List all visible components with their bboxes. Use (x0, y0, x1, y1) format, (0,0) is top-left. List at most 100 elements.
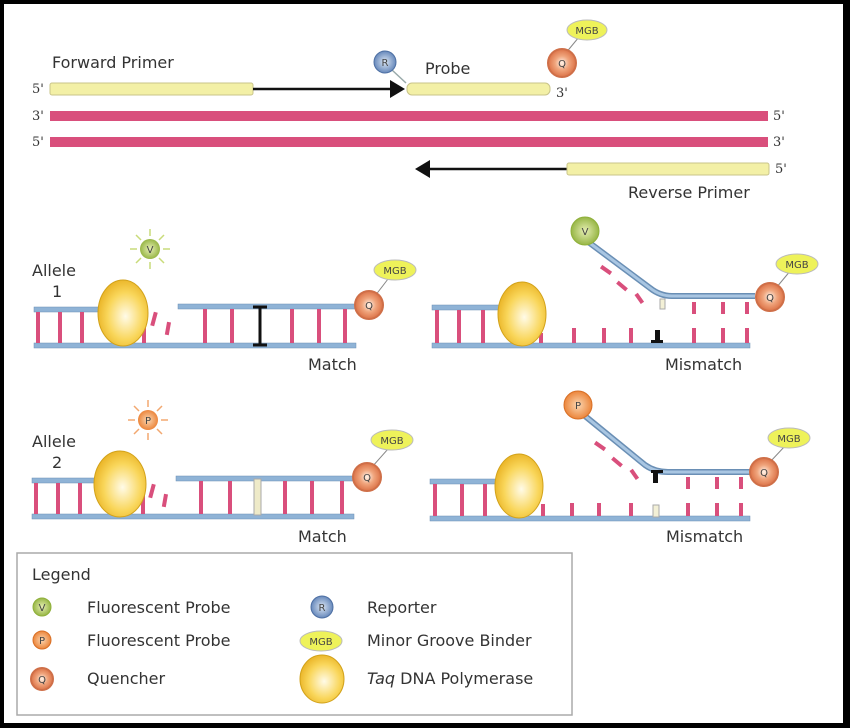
mgb-icon (775, 253, 819, 275)
svg-text:MGB: MGB (383, 266, 406, 277)
legend-reporter-icon (310, 595, 334, 619)
quencher-icon (354, 290, 384, 320)
svg-text:P: P (39, 636, 45, 647)
base-pairs (435, 264, 749, 343)
taq-polymerase-icon (93, 450, 147, 518)
svg-text:V: V (39, 603, 46, 614)
taq-polymerase-icon (497, 281, 547, 347)
mismatched-base (652, 504, 660, 518)
allele-1-match-panel: Allele 1 V Q (32, 229, 417, 374)
reporter-icon (373, 50, 397, 74)
forward-primer (49, 82, 254, 96)
mismatched-base (651, 330, 663, 343)
arrow-head-right-icon (390, 80, 405, 98)
svg-text:5': 5' (32, 135, 44, 150)
matched-base-pair (253, 478, 262, 516)
mismatch-label: Mismatch (666, 527, 743, 546)
allele-number: 1 (52, 282, 62, 301)
base-pairs (36, 309, 347, 343)
allele-2-mismatch-panel: P Q MGB Mismatch (429, 390, 811, 546)
template-strand-1 (50, 111, 768, 121)
svg-text:MGB: MGB (575, 26, 598, 37)
match-label: Match (298, 527, 347, 546)
legend: Legend V Fluorescent Probe P Fluorescent… (16, 552, 573, 716)
legend-probe-p-icon (32, 630, 52, 650)
mismatch-label: Mismatch (665, 355, 742, 374)
mgb-icon (373, 259, 417, 281)
svg-text:5': 5' (775, 162, 787, 177)
legend-quencher-icon (30, 667, 54, 691)
top-section: Forward Primer 5' R Probe 3' Q MGB 3' 5'… (32, 19, 787, 202)
svg-text:R: R (319, 603, 326, 614)
mismatched-base (651, 470, 663, 483)
released-probe-v-icon: V (130, 229, 170, 269)
matched-base-pair (253, 305, 267, 347)
legend-mgb-icon (299, 630, 343, 652)
reverse-primer-label: Reverse Primer (628, 183, 750, 202)
allele-label: Allele (32, 432, 76, 451)
backbone (33, 342, 357, 349)
legend-title: Legend (32, 565, 91, 584)
svg-text:V: V (147, 245, 154, 256)
probe-label: Probe (425, 59, 470, 78)
legend-probe-v-icon (32, 597, 52, 617)
quencher-icon (755, 282, 785, 312)
svg-text:Q: Q (38, 675, 46, 686)
svg-text:Q: Q (760, 468, 768, 479)
probe (406, 82, 551, 96)
svg-text:3': 3' (556, 86, 568, 101)
mgb-icon (566, 19, 608, 41)
svg-text:MGB: MGB (380, 436, 403, 447)
reverse-primer (566, 162, 770, 176)
svg-text:P: P (575, 401, 581, 412)
probe-p-icon (563, 390, 593, 420)
displaced-probe (585, 238, 755, 299)
template-strand-2 (50, 137, 768, 147)
allele-label: Allele (32, 261, 76, 280)
svg-text:R: R (382, 58, 389, 69)
svg-text:V: V (582, 227, 589, 238)
quencher-icon (749, 457, 779, 487)
svg-text:Q: Q (365, 301, 373, 312)
mismatched-base (659, 298, 666, 310)
legend-polymerase-icon (299, 654, 345, 704)
allele-2-match-panel: Allele 2 P Q MGB Match (31, 400, 414, 546)
base-pairs (433, 440, 743, 516)
taqman-diagram: Forward Primer 5' R Probe 3' Q MGB 3' 5'… (16, 19, 819, 716)
backbone (33, 306, 105, 313)
end-label: 5' (32, 82, 44, 97)
released-probe-p-icon: P (128, 400, 168, 440)
allele-1-mismatch-panel: V Q MGB Mismatch (431, 216, 819, 374)
svg-text:Q: Q (363, 473, 371, 484)
quencher-icon (352, 462, 382, 492)
legend-box (16, 552, 573, 716)
svg-text:MGB: MGB (785, 260, 808, 271)
quencher-icon (547, 48, 577, 78)
mgb-icon (370, 429, 414, 451)
svg-text:MGB: MGB (309, 637, 332, 648)
taq-polymerase-icon (97, 279, 149, 347)
legend-item-label: Fluorescent Probe (87, 598, 231, 617)
base-pairs (34, 481, 344, 514)
svg-text:3': 3' (32, 109, 44, 124)
diagram-frame: Forward Primer 5' R Probe 3' Q MGB 3' 5'… (4, 4, 843, 723)
legend-item-label: Quencher (87, 669, 166, 688)
forward-primer-label: Forward Primer (52, 53, 174, 72)
svg-text:MGB: MGB (777, 434, 800, 445)
svg-text:Q: Q (766, 293, 774, 304)
svg-text:P: P (145, 416, 151, 427)
match-label: Match (308, 355, 357, 374)
mgb-icon (767, 427, 811, 449)
legend-item-label: Reporter (367, 598, 437, 617)
legend-item-label: Fluorescent Probe (87, 631, 231, 650)
arrow-head-left-icon (415, 160, 430, 178)
svg-text:Q: Q (558, 59, 566, 70)
legend-item-label: Taq DNA Polymerase (367, 669, 533, 688)
allele-number: 2 (52, 453, 62, 472)
legend-item-label: Minor Groove Binder (367, 631, 532, 650)
displaced-probe (583, 413, 752, 475)
taq-polymerase-icon (494, 453, 544, 519)
svg-text:3': 3' (773, 135, 785, 150)
svg-text:5': 5' (773, 109, 785, 124)
probe-v-icon (570, 216, 600, 246)
